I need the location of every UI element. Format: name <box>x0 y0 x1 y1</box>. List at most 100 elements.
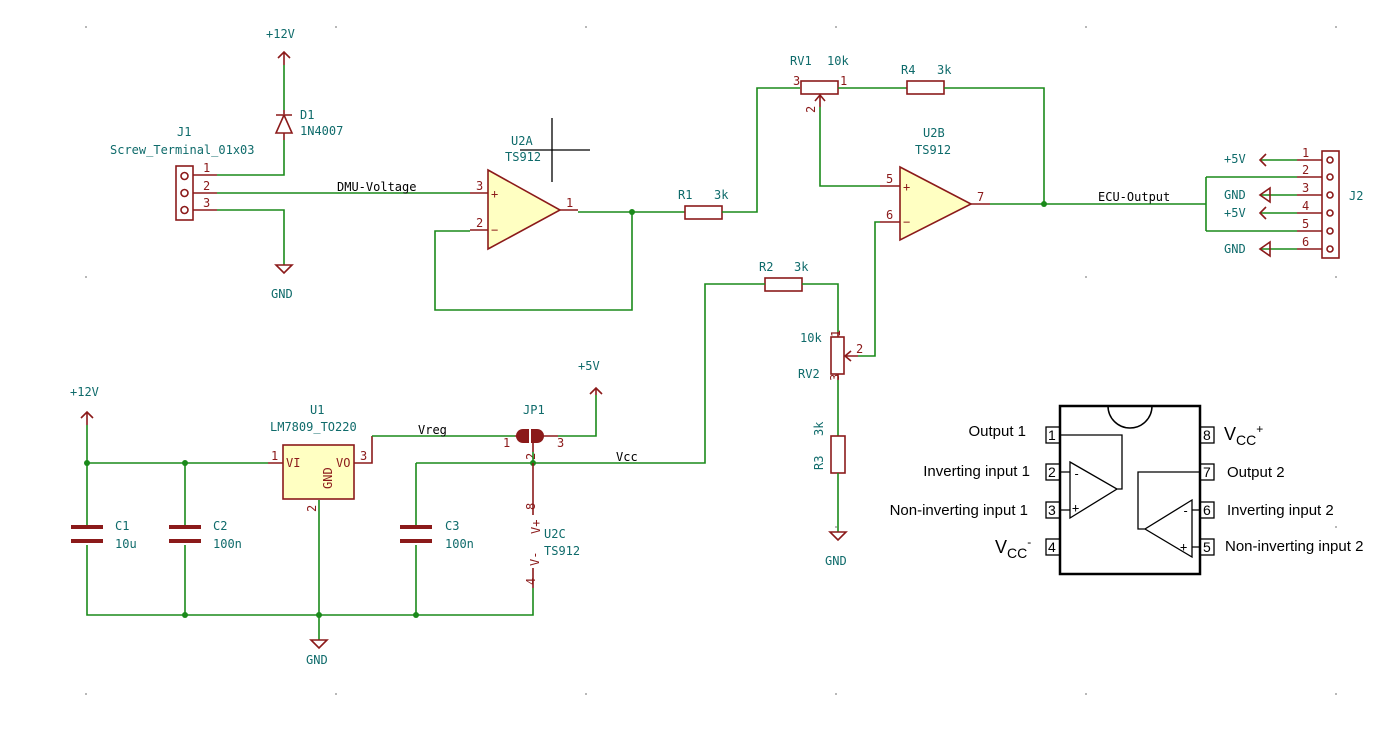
screw-terminal-j1: J1 Screw_Terminal_01x03 1 2 3 <box>110 125 255 221</box>
grid-dots <box>85 26 1337 695</box>
svg-text:GND: GND <box>1224 242 1246 256</box>
wire <box>722 87 800 213</box>
resistor-r3: 3k R3 <box>812 421 846 474</box>
pinout-num-5: 5 <box>1203 539 1211 555</box>
svg-text:U2A: U2A <box>511 134 533 148</box>
svg-text:GND: GND <box>271 287 293 301</box>
wire <box>1205 159 1297 250</box>
svg-text:VO: VO <box>336 456 350 470</box>
wire <box>858 221 880 357</box>
svg-text:2: 2 <box>476 216 483 230</box>
svg-text:+5V: +5V <box>1224 152 1246 166</box>
svg-text:10k: 10k <box>827 54 849 68</box>
svg-text:R4: R4 <box>901 63 915 77</box>
junction <box>1041 201 1047 207</box>
svg-text:V-: V- <box>528 552 542 566</box>
pinout-num-2: 2 <box>1048 464 1056 480</box>
pinout-label-6: Inverting input 2 <box>1227 502 1334 519</box>
svg-text:3: 3 <box>203 196 210 210</box>
svg-text:1: 1 <box>1302 146 1309 160</box>
net-label-vcc: Vcc <box>616 450 638 464</box>
svg-text:1: 1 <box>203 161 210 175</box>
wire <box>558 395 597 437</box>
pinout-num-1: 1 <box>1048 427 1056 443</box>
svg-text:+5V: +5V <box>1224 206 1246 220</box>
svg-text:-: - <box>1182 504 1189 518</box>
net-label-vreg: Vreg <box>418 423 447 437</box>
svg-text:RV2: RV2 <box>798 367 820 381</box>
svg-text:8: 8 <box>524 503 538 510</box>
junction <box>182 460 188 466</box>
svg-text:GND: GND <box>321 467 335 489</box>
svg-text:5: 5 <box>1302 217 1309 231</box>
svg-text:6: 6 <box>886 208 893 222</box>
svg-text:GND: GND <box>306 653 328 667</box>
svg-text:LM7809_TO220: LM7809_TO220 <box>270 420 357 434</box>
power-symbol-5v: +5V <box>578 359 603 395</box>
svg-text:1: 1 <box>829 330 843 337</box>
svg-text:3k: 3k <box>714 188 729 202</box>
svg-text:-: - <box>1073 467 1080 481</box>
svg-text:R1: R1 <box>678 188 692 202</box>
svg-text:3: 3 <box>557 436 564 450</box>
svg-text:C1: C1 <box>115 519 129 533</box>
svg-text:D1: D1 <box>300 108 314 122</box>
pinout-num-6: 6 <box>1203 502 1211 518</box>
svg-text:−: − <box>903 215 910 229</box>
svg-text:TS912: TS912 <box>915 143 951 157</box>
opamp-u2a: U2A TS912 3 2 1 + − <box>470 134 578 251</box>
svg-text:10u: 10u <box>115 537 137 551</box>
svg-text:100n: 100n <box>213 537 242 551</box>
svg-text:U2C: U2C <box>544 527 566 541</box>
svg-text:+5V: +5V <box>578 359 600 373</box>
svg-text:R2: R2 <box>759 260 773 274</box>
svg-text:3k: 3k <box>794 260 809 274</box>
svg-text:2: 2 <box>203 179 210 193</box>
capacitor-c1: C1 10u <box>71 519 137 551</box>
svg-text:1: 1 <box>503 436 510 450</box>
svg-text:2: 2 <box>305 505 319 512</box>
opamp-u2b: U2B TS912 5 6 7 + − <box>880 126 990 242</box>
power-symbol-12v-top: +12V <box>266 27 295 65</box>
net-label-dmu: DMU-Voltage <box>337 180 416 194</box>
svg-text:Screw_Terminal_01x03: Screw_Terminal_01x03 <box>110 143 255 157</box>
svg-text:VI: VI <box>286 456 300 470</box>
pinout-label-1: Output 1 <box>968 423 1026 440</box>
svg-text:C2: C2 <box>213 519 227 533</box>
svg-text:U2B: U2B <box>923 126 945 140</box>
svg-text:JP1: JP1 <box>523 403 545 417</box>
svg-text:TS912: TS912 <box>505 150 541 164</box>
pinout-label-5: Non-inverting input 2 <box>1225 538 1363 555</box>
wire-vcc <box>533 283 765 464</box>
pinout-num-7: 7 <box>1203 464 1211 480</box>
svg-text:1N4007: 1N4007 <box>300 124 343 138</box>
svg-text:J2: J2 <box>1349 189 1363 203</box>
capacitor-c2: C2 100n <box>169 519 242 551</box>
svg-text:RV1: RV1 <box>790 54 812 68</box>
svg-text:2: 2 <box>856 342 863 356</box>
pinout-label-7: Output 2 <box>1227 464 1285 481</box>
pinout-vcc-neg: VCC- <box>995 535 1031 561</box>
pinout-label-2: Inverting input 1 <box>923 463 1030 480</box>
gnd-symbol-u1: GND <box>306 615 329 667</box>
svg-text:2: 2 <box>1302 163 1309 177</box>
svg-text:+: + <box>1180 540 1187 554</box>
svg-text:2: 2 <box>804 106 818 113</box>
pinout-num-4: 4 <box>1048 539 1056 555</box>
svg-text:3: 3 <box>1302 181 1309 195</box>
svg-text:3: 3 <box>793 74 800 88</box>
svg-text:3: 3 <box>476 179 483 193</box>
gnd-symbol-j1: GND <box>271 264 294 301</box>
opamp-power-u2c: 8 4 V+ V- U2C TS912 <box>524 463 580 588</box>
junction <box>629 209 635 215</box>
svg-text:+: + <box>903 180 910 194</box>
pinout-diagram: 1 2 3 4 8 7 6 5 Output 1 Inverting input… <box>890 404 1363 576</box>
junction <box>84 460 90 466</box>
svg-text:V+: V+ <box>529 520 543 534</box>
svg-text:R3: R3 <box>812 456 826 470</box>
power-labels-j2: +5V GND +5V GND <box>1224 152 1271 258</box>
wire <box>217 209 285 265</box>
wire <box>802 283 839 332</box>
svg-text:1: 1 <box>840 74 847 88</box>
